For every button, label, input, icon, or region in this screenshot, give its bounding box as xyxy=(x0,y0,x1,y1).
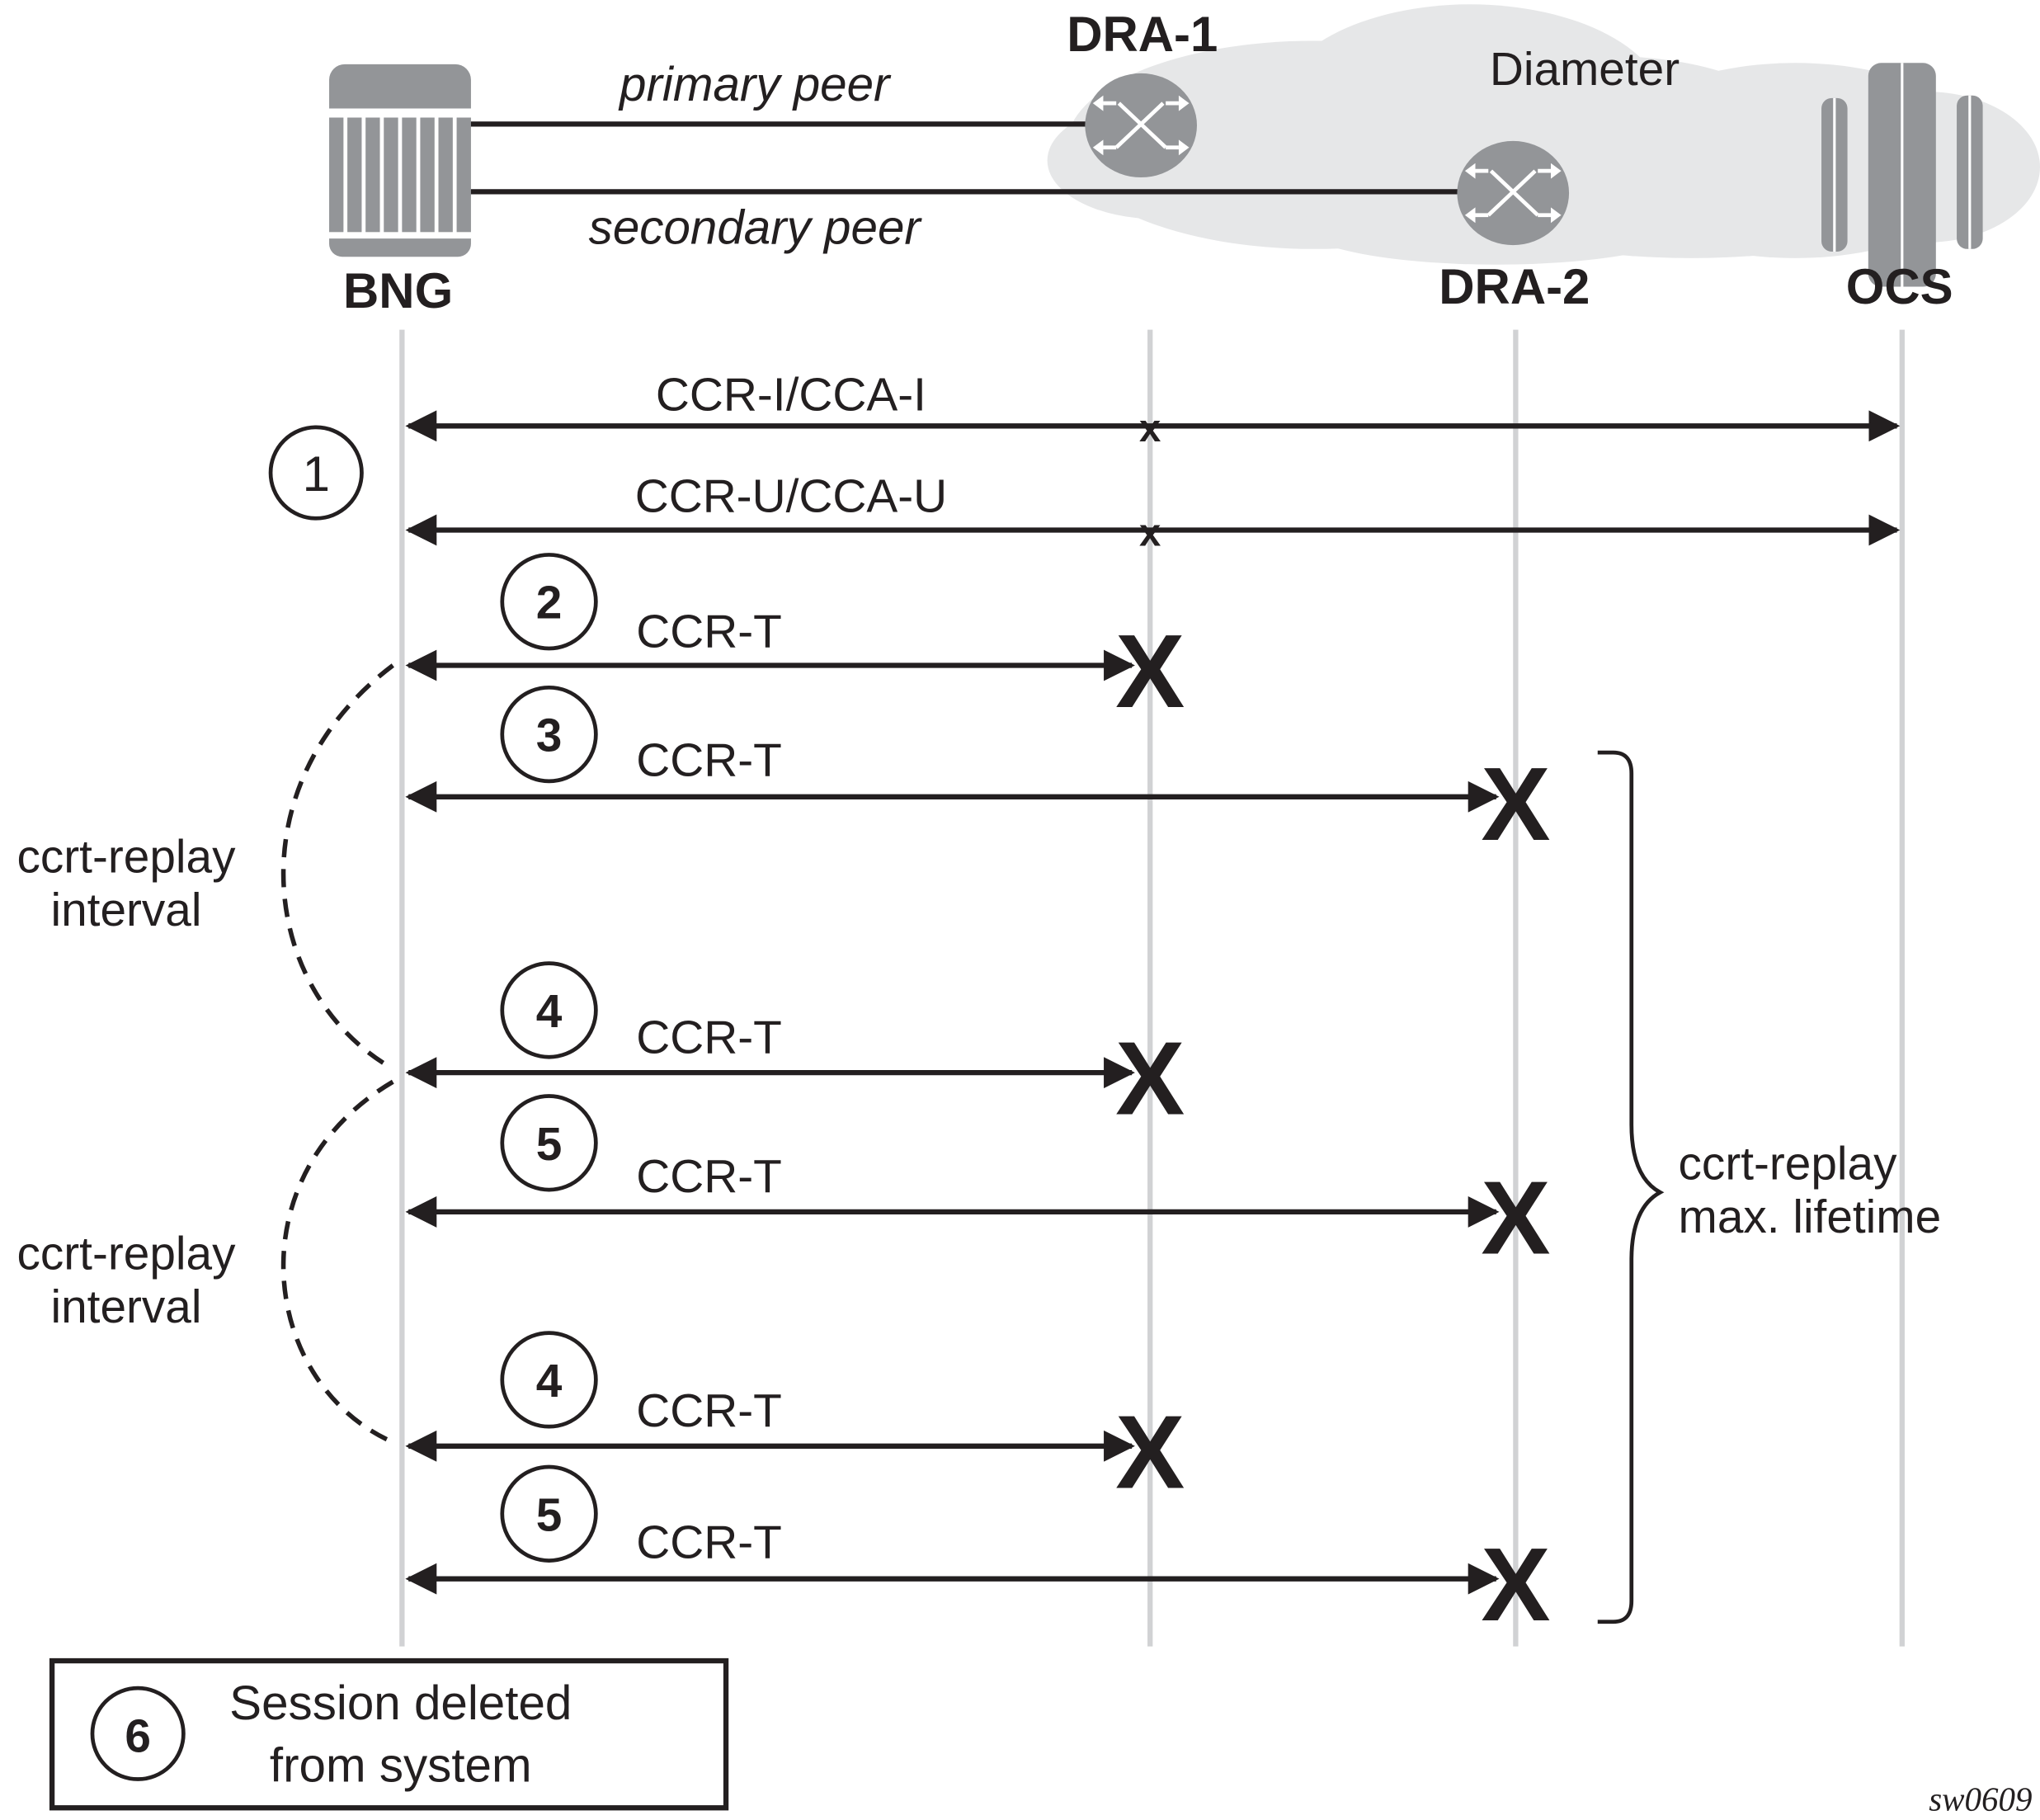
pass-through-mark: x xyxy=(1139,511,1161,554)
step-number-circle xyxy=(500,1331,598,1429)
step-number-circle xyxy=(500,553,598,651)
figure-id: sw0609 xyxy=(1929,1780,2032,1818)
lifetime-brace xyxy=(1597,750,1665,1624)
diameter-routing-agent-icon xyxy=(1085,73,1197,178)
interval-label-1-line-1: ccrt-replay xyxy=(17,831,237,883)
step-5: 5 CCR-T X xyxy=(405,1094,1550,1275)
step-number-circle xyxy=(268,425,364,521)
step-2: 2 CCR-T X xyxy=(405,553,1185,729)
step-number: 5 xyxy=(536,1119,563,1171)
message-label: CCR-U/CCA-U xyxy=(635,470,947,522)
message-label: CCR-I/CCA-I xyxy=(656,369,926,421)
message-label: CCR-T xyxy=(636,1385,782,1437)
step-1: 1 CCR-I/CCA-I x CCR-U/CCA-U x xyxy=(268,369,1901,554)
message-label: CCR-T xyxy=(636,735,782,787)
replay-interval-arc-1 xyxy=(280,663,394,1071)
final-step-line-1: Session deleted xyxy=(229,1676,572,1730)
step-3: 3 CCR-T X xyxy=(405,685,1550,862)
step-number-circle xyxy=(90,1686,186,1781)
diameter-routing-agent-icon xyxy=(1457,140,1570,246)
final-step-box: 6 Session deleted from system xyxy=(49,1657,729,1811)
message-label: CCR-T xyxy=(636,1011,782,1063)
lifetime-label-line-2: max. lifetime xyxy=(1679,1191,1942,1243)
cloud-label: Diameter xyxy=(1490,44,1680,96)
interval-label-1-line-2: interval xyxy=(50,884,201,936)
final-step-line-2: from system xyxy=(270,1739,532,1793)
message-label: CCR-T xyxy=(636,1516,782,1568)
step-number: 2 xyxy=(536,578,563,629)
failure-mark: X xyxy=(1115,613,1185,729)
step-5-repeat: 5 CCR-T X xyxy=(405,1464,1550,1643)
failure-mark: X xyxy=(1481,746,1550,862)
replay-interval-arc-2 xyxy=(280,1079,394,1445)
failure-mark: X xyxy=(1481,1526,1550,1643)
primary-peer-label: primary peer xyxy=(618,58,892,111)
failure-mark: X xyxy=(1115,1393,1185,1510)
step-number: 6 xyxy=(125,1710,151,1762)
server-icon xyxy=(1821,63,1983,287)
step-number: 1 xyxy=(303,446,330,502)
interval-label-2-line-1: ccrt-replay xyxy=(17,1228,237,1280)
interval-label-2-line-2: interval xyxy=(50,1281,201,1333)
failure-mark: X xyxy=(1115,1021,1185,1137)
router-chassis-icon xyxy=(329,64,471,257)
node-label-ocs: OCS xyxy=(1846,259,1953,314)
step-number: 5 xyxy=(536,1489,563,1541)
step-4: 4 CCR-T X xyxy=(405,961,1185,1137)
pass-through-mark: x xyxy=(1139,407,1161,450)
lifetime-label-line-1: ccrt-replay xyxy=(1679,1138,1898,1190)
node-label-dra-2: DRA-2 xyxy=(1439,259,1590,314)
message-label: CCR-T xyxy=(636,606,782,658)
step-number: 4 xyxy=(536,1356,563,1407)
secondary-peer-label: secondary peer xyxy=(589,200,923,254)
step-number: 3 xyxy=(536,710,563,762)
step-number-circle xyxy=(500,1464,598,1563)
node-label-dra-1: DRA-1 xyxy=(1067,7,1218,62)
message-label: CCR-T xyxy=(636,1151,782,1203)
node-label-bng: BNG xyxy=(343,263,453,318)
step-number: 4 xyxy=(536,986,563,1038)
failure-mark: X xyxy=(1481,1159,1550,1275)
step-number-circle xyxy=(500,1094,598,1192)
step-4-repeat: 4 CCR-T X xyxy=(405,1331,1185,1510)
